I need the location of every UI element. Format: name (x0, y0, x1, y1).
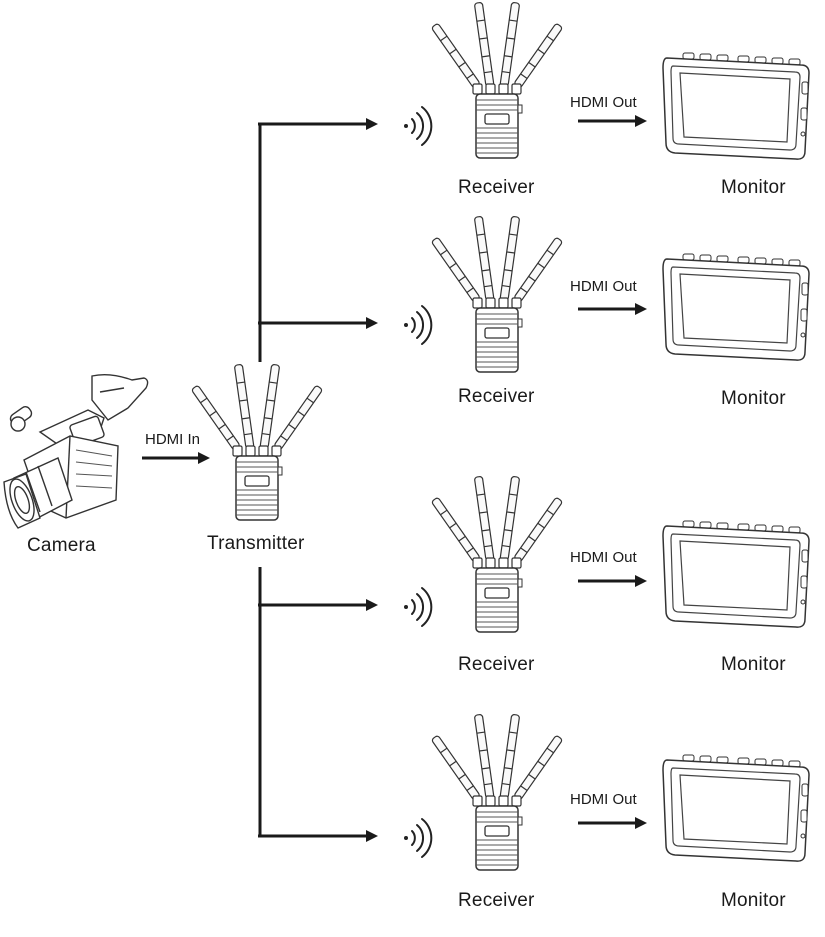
receiver-label: Receiver (458, 177, 535, 198)
monitor-label: Monitor (721, 177, 786, 198)
receiver-icon (430, 713, 564, 871)
hdmi-out-arrow (578, 575, 647, 587)
monitor-icon (662, 52, 810, 160)
monitor-label: Monitor (721, 890, 786, 911)
hdmi-out-arrow (578, 115, 647, 127)
monitor-icon (662, 754, 810, 862)
hdmi-out-arrow (578, 817, 647, 829)
branch-arrow (258, 599, 378, 611)
monitor-icon (662, 520, 810, 628)
monitor-label: Monitor (721, 654, 786, 675)
hdmi-out-label: HDMI Out (570, 791, 637, 808)
receiver-icon (430, 475, 564, 633)
hdmi-out-label: HDMI Out (570, 94, 637, 111)
branch-arrow (258, 830, 378, 842)
camera-icon (3, 373, 149, 529)
monitor-label: Monitor (721, 388, 786, 409)
hdmi-in-label: HDMI In (145, 431, 201, 448)
wireless-signal-icon (403, 818, 433, 858)
wireless-signal-icon (403, 305, 433, 345)
receiver-label: Receiver (458, 890, 535, 911)
hdmi-out-label: HDMI Out (570, 549, 637, 566)
wireless-signal-icon (403, 587, 433, 627)
receiver-label: Receiver (458, 654, 535, 675)
transmitter-label: Transmitter (207, 533, 305, 554)
hdmi-out-arrow (578, 303, 647, 315)
monitor-icon (662, 253, 810, 361)
receiver-icon (430, 215, 564, 373)
receiver-icon (430, 1, 564, 159)
camera-label: Camera (27, 535, 96, 556)
receiver-label: Receiver (458, 386, 535, 407)
hdmi-in-arrow (142, 452, 210, 464)
branch-arrow (258, 118, 378, 130)
transmitter-icon (190, 363, 324, 521)
hdmi-out-label: HDMI Out (570, 278, 637, 295)
branch-arrow (258, 317, 378, 329)
wireless-signal-icon (403, 106, 433, 146)
